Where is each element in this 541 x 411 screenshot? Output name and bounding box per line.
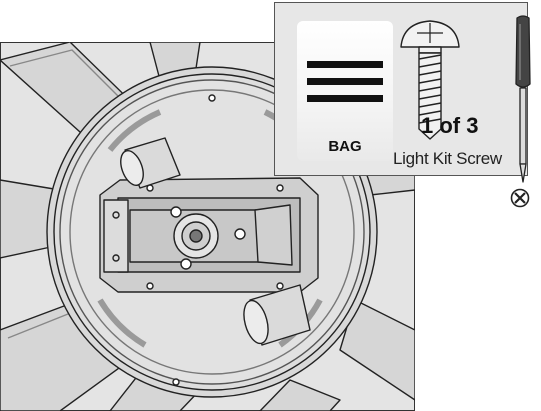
center-collar: [173, 213, 219, 259]
screwdriver-icon: [515, 15, 531, 183]
bag-label: BAG: [328, 138, 362, 155]
light-socket-lower: [243, 284, 311, 346]
hardware-bag-icon: [307, 61, 383, 112]
light-socket-upper: [120, 137, 181, 189]
plate-screws: [146, 94, 284, 386]
screw-icon: [400, 20, 460, 140]
phillips-head-icon: [510, 188, 530, 208]
parts-callout: BAG 1 of 3 Light Kit Screw: [274, 2, 528, 176]
hardware-bag: BAG: [297, 21, 393, 161]
screw-count: 1 of 3: [421, 113, 479, 138]
screw-name: Light Kit Screw: [393, 149, 502, 168]
